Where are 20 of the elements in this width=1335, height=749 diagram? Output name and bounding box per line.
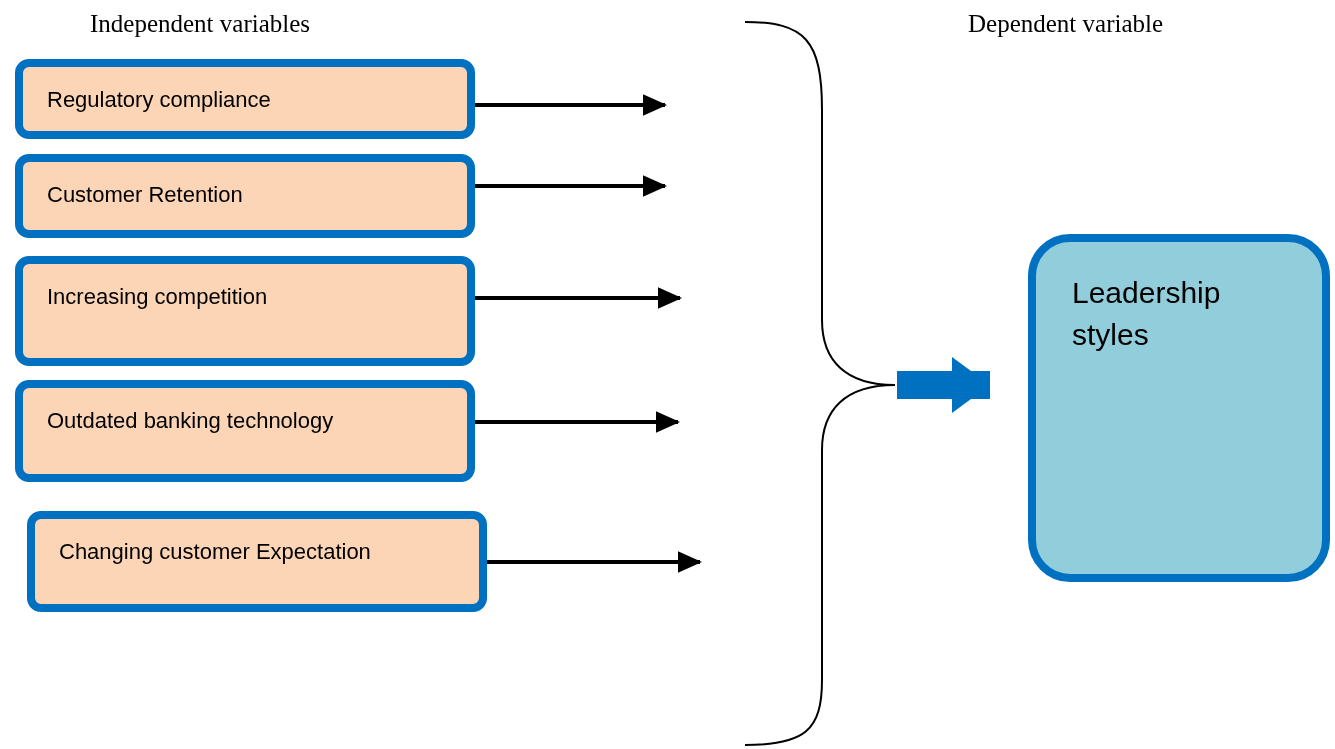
variable-box (15, 256, 475, 366)
box-label: Regulatory compliance (47, 87, 272, 113)
arrow (475, 94, 667, 116)
variable-box (15, 380, 475, 482)
arrow (487, 551, 702, 573)
arrow (475, 175, 667, 197)
box-label: Leadership styles (1072, 275, 1222, 353)
column-heading: Dependent variable (968, 10, 1164, 38)
variable-box (27, 511, 487, 612)
arrow (475, 287, 682, 309)
column-heading: Independent variables (90, 10, 311, 38)
block-arrow (897, 357, 990, 413)
variable-box (15, 154, 475, 238)
arrow (475, 411, 680, 433)
box-label: Outdated banking technology (47, 408, 335, 434)
box-label: Customer Retention (47, 182, 244, 208)
box-label: Changing customer Expectation (59, 539, 372, 565)
variable-box (15, 59, 475, 139)
box-label: Increasing competition (47, 284, 269, 310)
outcome-box (1028, 234, 1330, 582)
